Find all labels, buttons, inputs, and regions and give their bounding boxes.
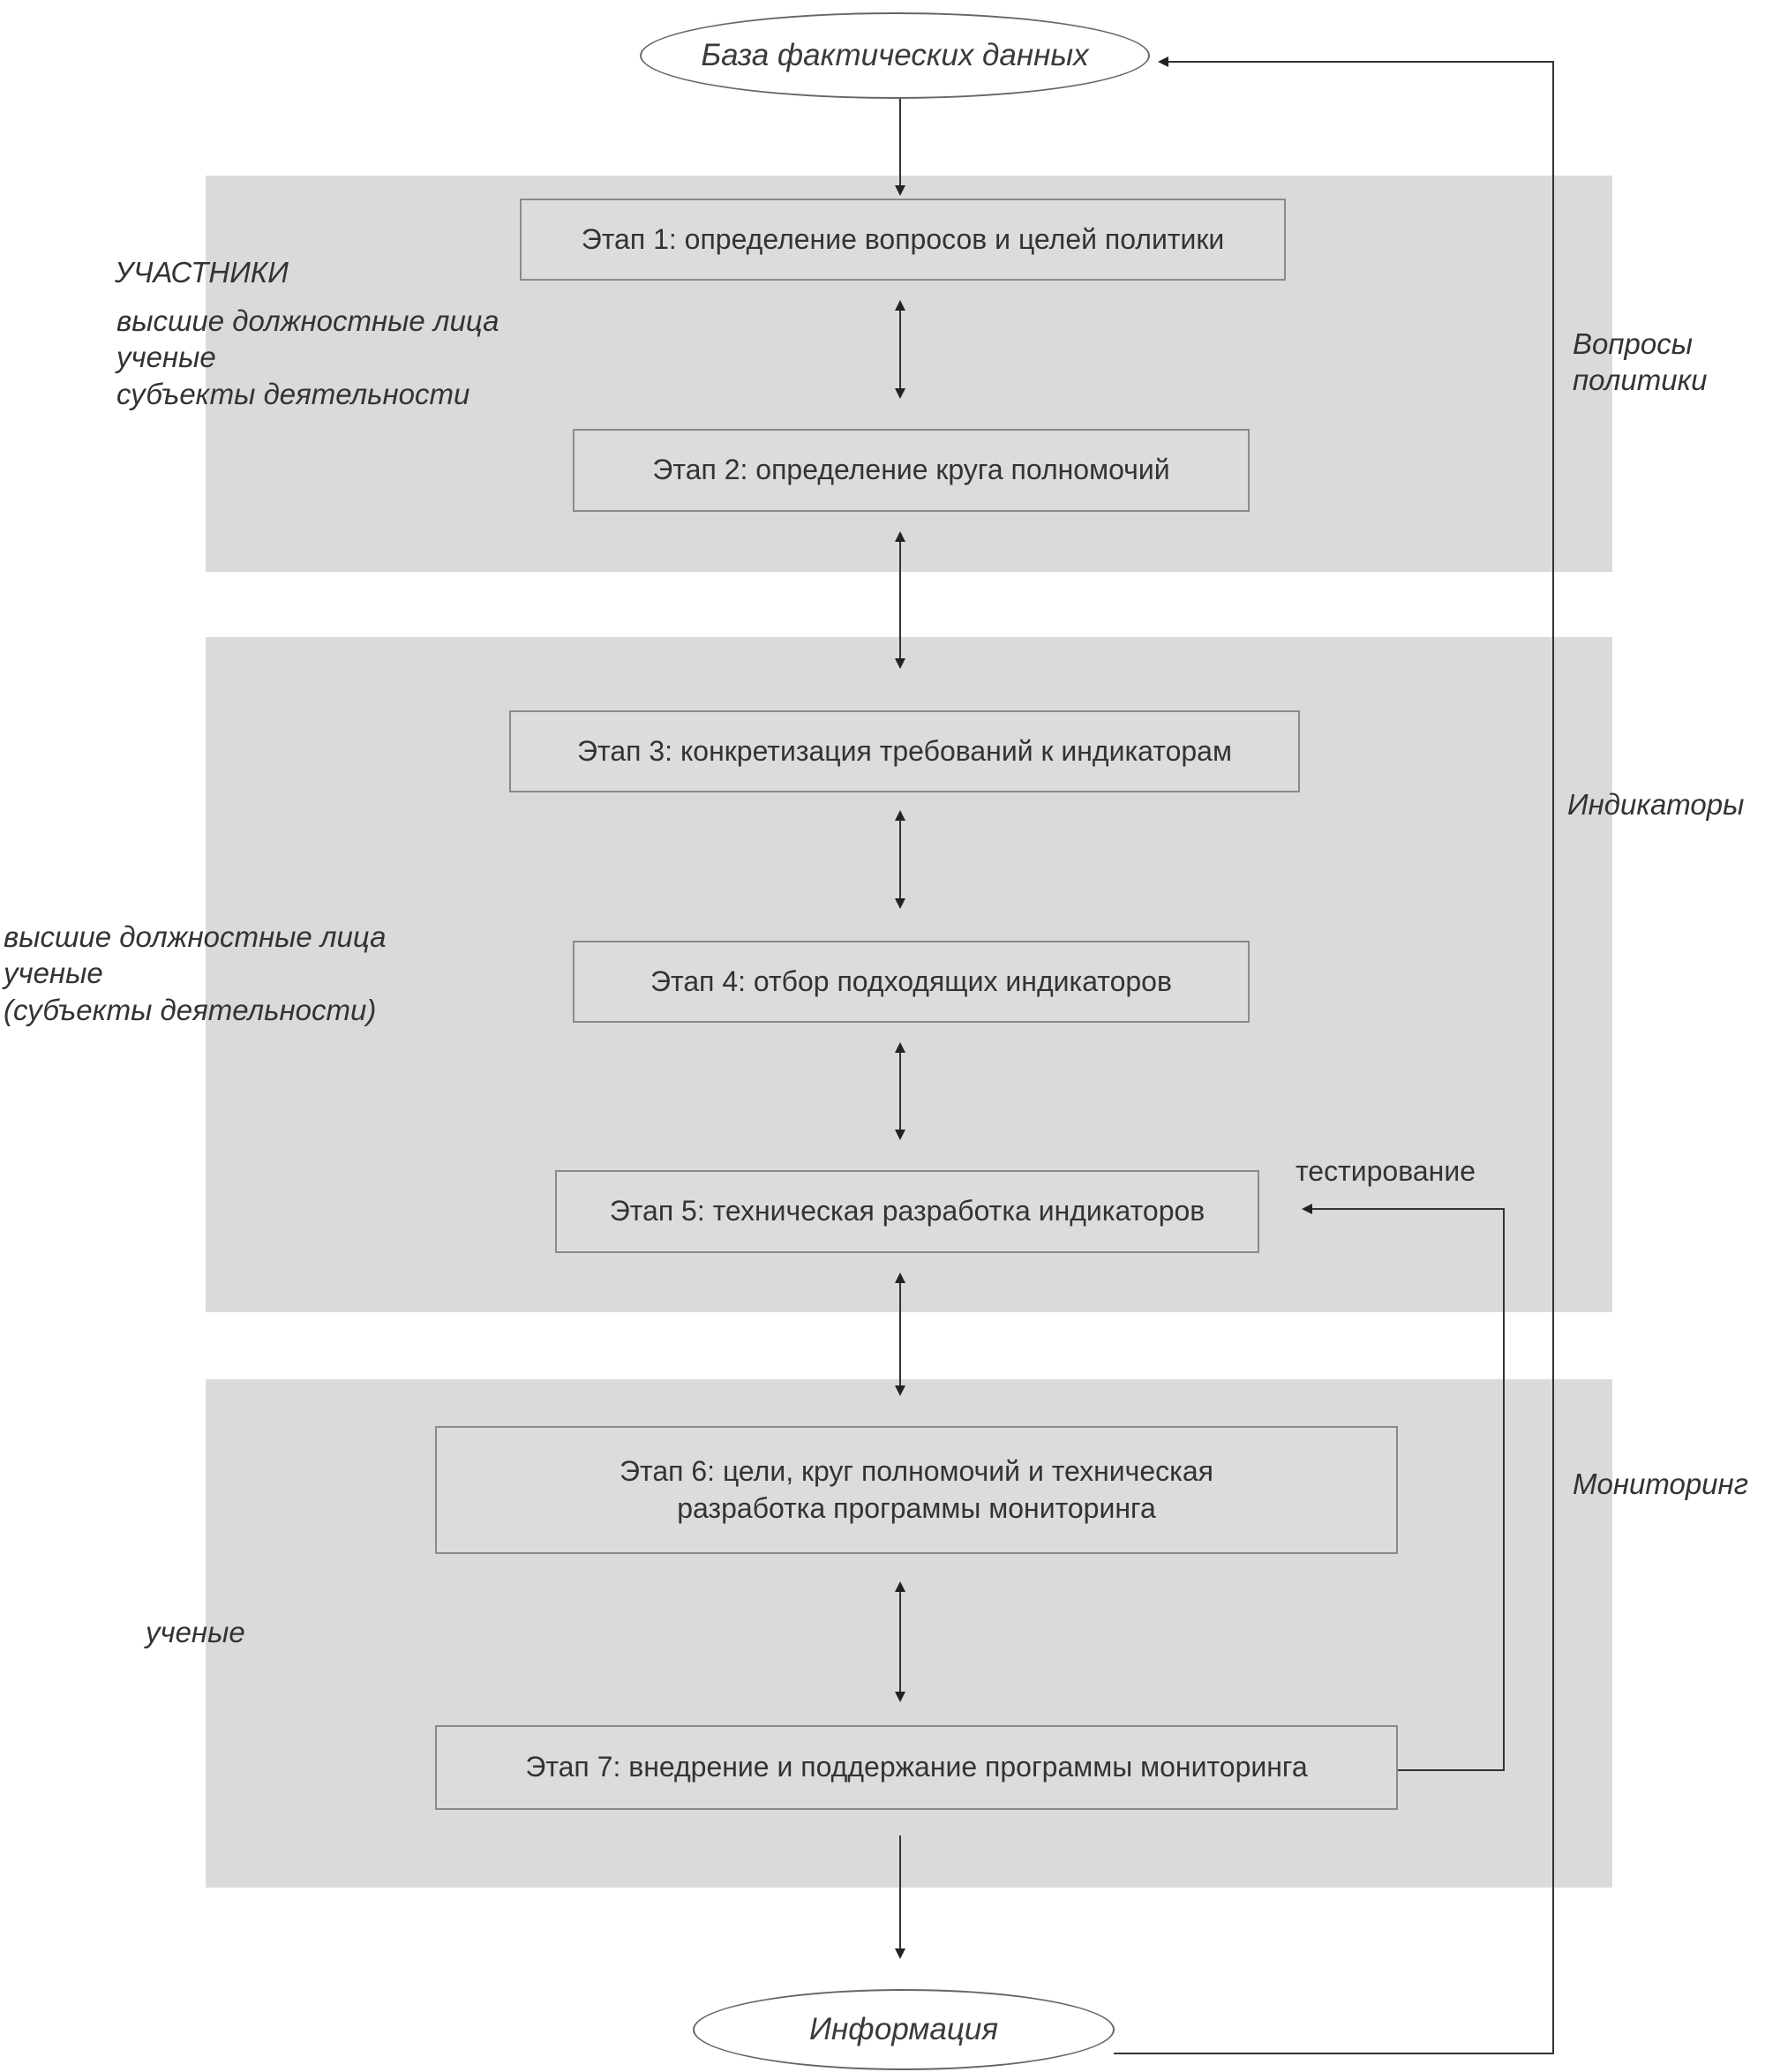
phase-monitoring-label: Мониторинг [1573,1468,1748,1500]
stage-3-box: Этап 3: конкретизация требований к индик… [509,710,1300,792]
feedback-info-to-db [1114,56,1554,2054]
stage-2-label: Этап 2: определение круга полномочий [652,454,1170,486]
stage-6-box: Этап 6: цели, круг полномочий и техничес… [435,1426,1398,1554]
stage-1-box: Этап 1: определение вопросов и целей пол… [520,199,1286,281]
participant-item: ученые [4,957,103,990]
stage-5-label: Этап 5: техническая разработка индикатор… [609,1195,1205,1227]
stage-7-label: Этап 7: внедрение и поддержание программ… [525,1751,1308,1783]
feedback-stage7-to-stage5 [1302,1204,1505,1771]
stage-5-box: Этап 5: техническая разработка индикатор… [555,1170,1259,1253]
information-ellipse: Информация [693,1989,1115,2070]
database-ellipse: База фактических данных [640,12,1150,99]
participant-item: высшие должностные лица [116,304,499,337]
stage-4-label: Этап 4: отбор подходящих индикаторов [650,965,1172,997]
information-label: Информация [808,2012,999,2046]
participant-item: ученые [116,341,216,374]
participants-group-2: высшие должностные лица ученые (субъекты… [4,919,386,1028]
stage-6-label: Этап 6: цели, круг полномочий и техничес… [620,1454,1213,1524]
participant-item: (субъекты деятельности) [4,993,377,1026]
participant-item: субъекты деятельности [116,377,470,410]
stage-1-label: Этап 1: определение вопросов и целей пол… [581,222,1225,255]
stage-7-box: Этап 7: внедрение и поддержание программ… [435,1725,1398,1810]
phase-policy-label: Вопросы политики [1573,327,1708,397]
phase-indicators-label: Индикаторы [1567,788,1745,821]
participant-item: ученые [146,1616,245,1648]
stage-2-box: Этап 2: определение круга полномочий [573,429,1250,512]
stage-3-label: Этап 3: конкретизация требований к индик… [577,734,1232,767]
database-label: База фактических данных [701,38,1089,72]
stage-4-box: Этап 4: отбор подходящих индикаторов [573,941,1250,1023]
participants-heading: УЧАСТНИКИ [115,256,289,289]
participant-item: высшие должностные лица [4,920,387,953]
participants-group-3: ученые [146,1614,245,1650]
testing-label: тестирование [1296,1155,1476,1187]
participants-group-1: высшие должностные лица ученые субъекты … [116,303,499,412]
